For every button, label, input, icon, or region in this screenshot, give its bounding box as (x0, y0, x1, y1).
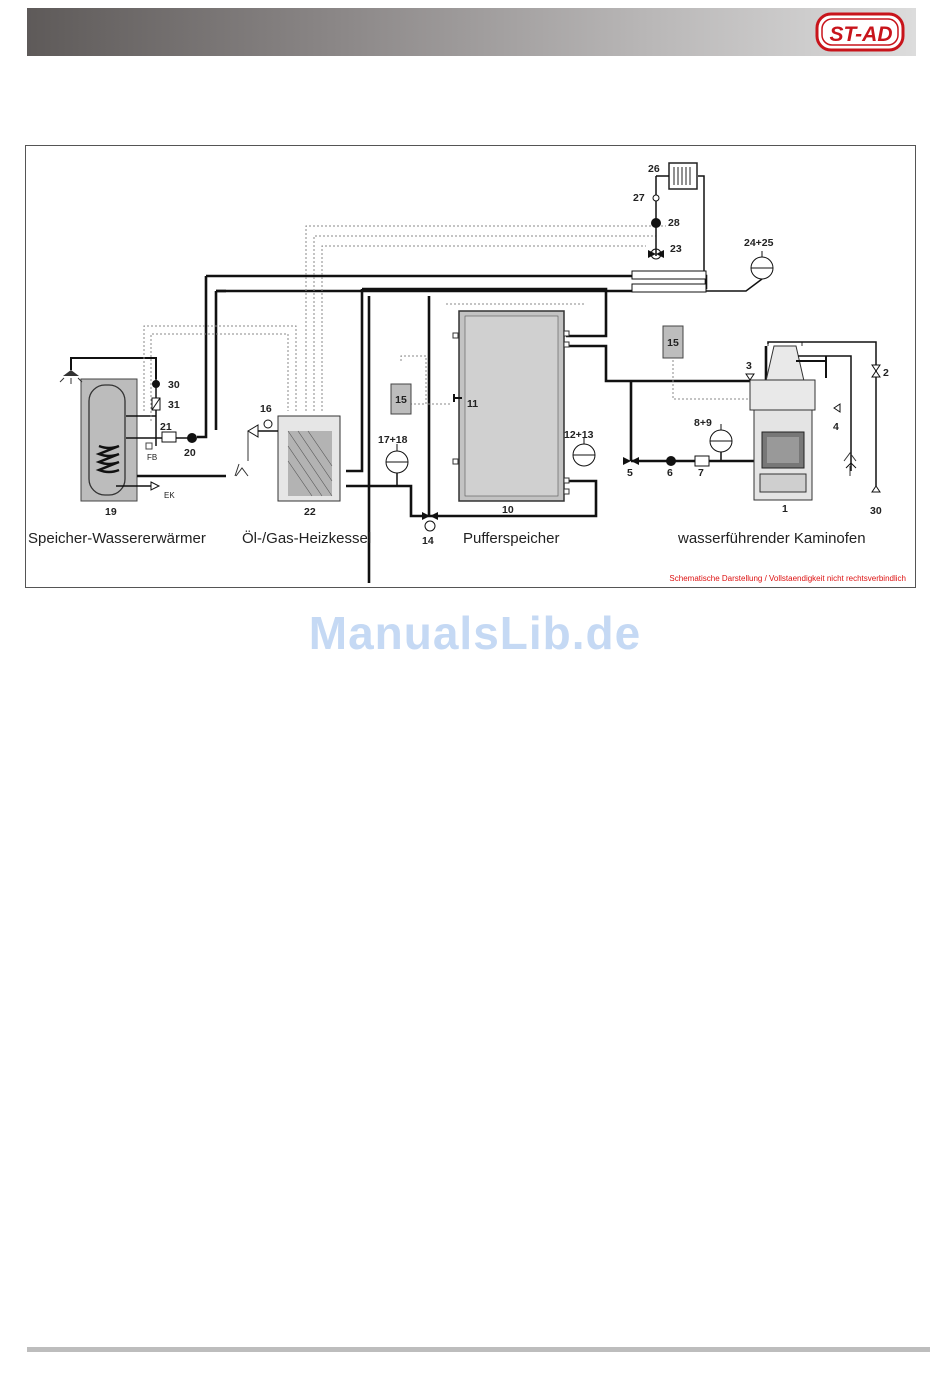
label-21: 21 (160, 421, 172, 433)
expansion-tank-8-9 (710, 424, 732, 461)
label-14: 14 (422, 535, 434, 547)
header-bar (27, 8, 916, 56)
label-31: 31 (168, 399, 180, 411)
label-23: 23 (670, 243, 682, 255)
label-2: 2 (883, 367, 889, 379)
label-8-9: 8+9 (694, 417, 712, 429)
label-1: 1 (782, 503, 788, 515)
label-19: 19 (105, 506, 117, 518)
label-30-left: 30 (168, 379, 180, 391)
label-27: 27 (633, 192, 645, 204)
caption-storage-heater: Speicher-Wassererwärmer (28, 530, 206, 547)
label-22: 22 (304, 506, 316, 518)
label-28: 28 (668, 217, 680, 229)
watermark: ManualsLib.de (0, 606, 950, 660)
label-11: 11 (467, 398, 478, 410)
valves-5-6-7 (623, 456, 709, 466)
label-16: 16 (260, 403, 272, 415)
st-ad-logo: ST-AD (815, 11, 907, 53)
expansion-tank-17-18 (386, 444, 408, 486)
svg-text:ST-AD: ST-AD (830, 23, 893, 46)
label-fb: FB (147, 453, 157, 462)
oil-gas-boiler (235, 416, 340, 501)
label-20: 20 (184, 447, 196, 459)
label-26: 26 (648, 163, 660, 175)
heating-schematic: 15 15 (25, 145, 916, 588)
disclaimer-note: Schematische Darstellung / Vollstaendigk… (669, 574, 906, 583)
caption-boiler: Öl-/Gas-Heizkessel (242, 529, 371, 547)
label-ek: EK (164, 491, 175, 500)
expansion-tank-12-13 (573, 438, 595, 466)
svg-text:15: 15 (395, 394, 407, 406)
controller-15-right: 15 (663, 326, 683, 358)
label-17-18: 17+18 (378, 434, 408, 446)
label-10: 10 (502, 504, 514, 516)
label-24-25: 24+25 (744, 237, 774, 249)
label-30-right: 30 (870, 505, 882, 517)
caption-buffer: Pufferspeicher (463, 530, 559, 547)
label-3: 3 (746, 360, 752, 372)
label-5: 5 (627, 467, 633, 479)
label-4: 4 (833, 421, 839, 433)
svg-text:15: 15 (667, 337, 679, 349)
caption-stove: wasserführender Kaminofen (677, 530, 866, 547)
label-12-13: 12+13 (564, 429, 594, 441)
footer-line (27, 1347, 930, 1352)
label-6: 6 (667, 467, 673, 479)
sensor-lines (144, 226, 766, 421)
pipe-network (137, 276, 766, 583)
heating-circuit-assembly (632, 163, 773, 292)
controller-15-left: 15 (391, 384, 411, 414)
label-7: 7 (698, 467, 704, 479)
